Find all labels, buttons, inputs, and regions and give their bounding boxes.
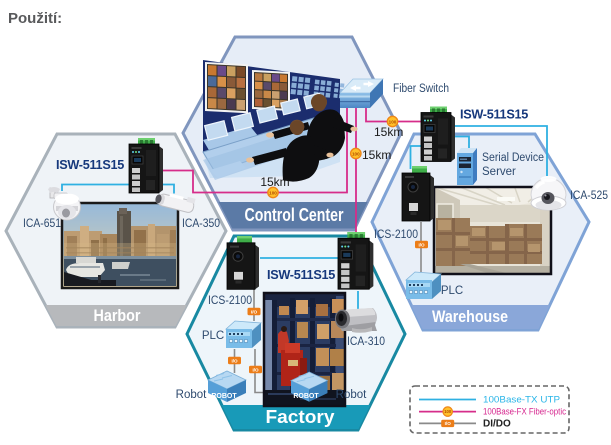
svg-text:15km: 15km: [260, 175, 289, 189]
svg-text:ROBOT: ROBOT: [293, 393, 319, 400]
svg-text:PLC: PLC: [202, 330, 224, 342]
svg-text:Fiber Switch: Fiber Switch: [393, 83, 449, 95]
svg-text:PLC: PLC: [441, 285, 463, 297]
svg-text:Warehouse: Warehouse: [432, 307, 508, 326]
svg-text:ICA-651: ICA-651: [23, 218, 61, 230]
svg-text:100Base-FX Fiber-optic: 100Base-FX Fiber-optic: [483, 407, 566, 417]
svg-text:ISW-511S15: ISW-511S15: [460, 107, 528, 122]
svg-text:Server: Server: [482, 166, 516, 178]
svg-text:ICS-2100: ICS-2100: [374, 229, 418, 241]
svg-text:ISW-511S15: ISW-511S15: [267, 267, 335, 282]
svg-text:Robot: Robot: [176, 389, 207, 401]
svg-text:DI/DO: DI/DO: [483, 419, 511, 430]
svg-text:ICA-525: ICA-525: [570, 190, 608, 202]
svg-text:100Base-TX UTP: 100Base-TX UTP: [483, 395, 560, 405]
svg-text:Control Center: Control Center: [245, 205, 344, 225]
svg-text:ICA-350: ICA-350: [182, 218, 220, 230]
svg-text:Robot: Robot: [336, 389, 367, 401]
svg-text:Použití:: Použití:: [8, 10, 62, 27]
svg-text:Serial Device: Serial Device: [482, 152, 544, 164]
svg-text:ICA-310: ICA-310: [347, 336, 385, 348]
svg-text:Harbor: Harbor: [94, 306, 141, 325]
svg-text:Factory: Factory: [266, 407, 335, 427]
svg-text:ROBOT: ROBOT: [211, 393, 237, 400]
svg-text:ISW-511S15: ISW-511S15: [56, 157, 124, 172]
svg-text:15km: 15km: [374, 125, 403, 139]
svg-text:ICS-2100: ICS-2100: [208, 295, 252, 307]
svg-text:15km: 15km: [362, 148, 391, 162]
